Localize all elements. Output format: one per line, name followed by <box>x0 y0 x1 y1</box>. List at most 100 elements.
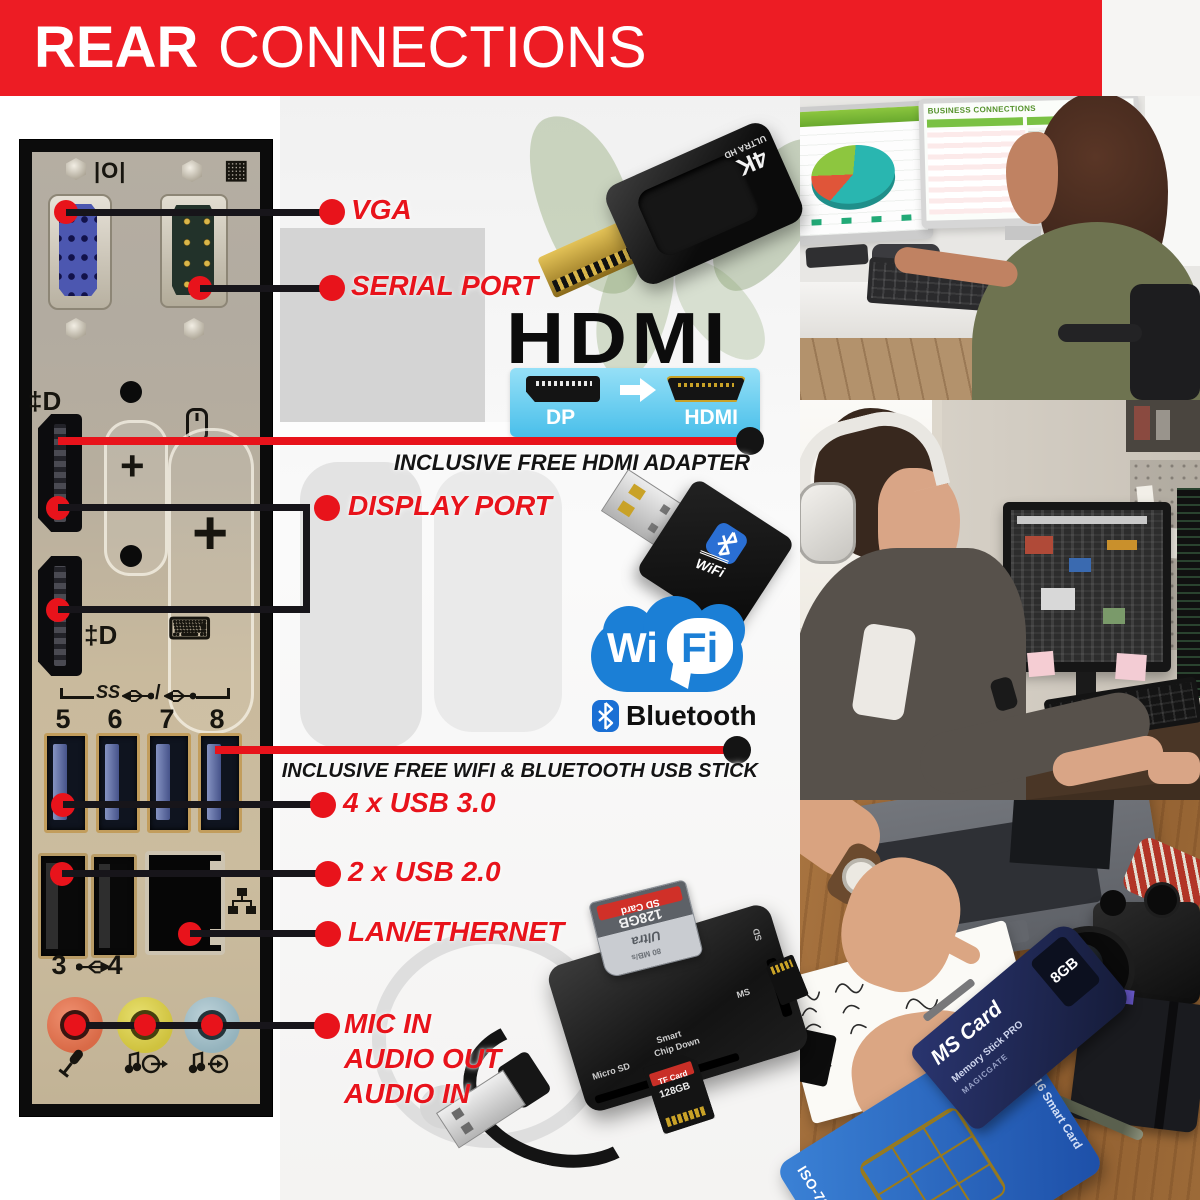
usb2-bullet <box>315 861 341 887</box>
usb2-tongue <box>99 864 110 948</box>
sticky-note <box>1115 652 1147 682</box>
camera-knob <box>1100 890 1126 916</box>
serial-label: SERIAL PORT <box>351 270 539 301</box>
adapter-connector-teeth <box>551 247 634 293</box>
dp-bullet <box>314 495 340 521</box>
serial-icon: ▦ <box>224 154 249 184</box>
chair-armrest <box>1058 324 1142 342</box>
hdmi-note-label: INCLUSIVE FREE HDMI ADAPTER <box>393 450 750 475</box>
man-hand <box>1148 752 1200 784</box>
serial-bullet <box>319 275 345 301</box>
vga-callout-line <box>66 209 332 216</box>
background-monitor-shape <box>280 228 485 426</box>
usb2-callout-line <box>62 870 328 877</box>
wifi-fi-text: Fi <box>681 624 719 671</box>
usb3-number: 7 <box>159 704 175 734</box>
toolbar-green <box>800 105 923 128</box>
screen-thumb <box>1107 540 1137 550</box>
display-port-label: DISPLAY PORT <box>348 490 552 521</box>
punchout-blank-wavy <box>168 428 254 734</box>
hdmi-connector-pins <box>678 383 734 387</box>
superspeed-usb-icon: SS <box>96 682 121 702</box>
plus-cutout: + <box>120 442 145 489</box>
usb-trident-icon <box>164 690 196 702</box>
dp-label: DP <box>546 406 576 429</box>
dp-connector-pins <box>536 381 592 386</box>
shelf-item <box>1156 410 1170 440</box>
title-banner: REAR CONNECTIONS <box>0 0 1102 96</box>
audio-in-jack-marker <box>201 1014 223 1036</box>
slash: / <box>155 682 161 704</box>
photo-office-woman: BUSINESS CONNECTIONS <box>800 96 1200 400</box>
screen-thumb <box>1025 536 1053 554</box>
monitor-stand <box>1005 226 1041 240</box>
mic-in-label: MIC IN <box>344 1008 432 1039</box>
screen-thumb <box>1041 588 1075 610</box>
audio-in-label: AUDIO IN <box>344 1078 470 1109</box>
usb3-number: 6 <box>107 704 123 734</box>
dp-callout-line-bottom <box>58 606 310 613</box>
usb3-bracket-line <box>196 696 230 699</box>
vga-label: VGA <box>351 194 412 225</box>
hdmi-callout-line <box>58 437 750 445</box>
bluetooth-label: Bluetooth <box>626 700 757 731</box>
monitor-screen <box>800 105 929 237</box>
shelf-item <box>1134 406 1150 440</box>
lan-icon <box>228 888 256 914</box>
usb3-port-6 <box>96 733 140 833</box>
sticky-note <box>1027 650 1055 678</box>
vga-icon: |O| <box>94 158 127 183</box>
wifi-stick-badge-blue <box>702 519 750 568</box>
usb3-number: 8 <box>209 704 225 734</box>
reader-slot-label-ms: MS <box>735 986 752 1001</box>
usb2-number: 4 <box>107 950 123 980</box>
bluetooth-logo-badge <box>592 700 619 732</box>
usb-plug-hole <box>647 522 659 534</box>
dp-to-hdmi-banner: DP HDMI <box>510 368 760 437</box>
wifi-logo: Wi Fi <box>585 596 775 710</box>
screen-header-bar <box>926 117 1024 128</box>
notebook-elastic <box>1154 1001 1179 1130</box>
usb-trident-icon <box>76 960 110 974</box>
screen-title: BUSINESS CONNECTIONS <box>927 103 1036 116</box>
usb3-label: 4 x USB 3.0 <box>343 787 496 818</box>
usb3-number: 5 <box>55 704 71 734</box>
usb3-callout-line <box>63 801 323 808</box>
screen-thumb <box>1103 608 1125 624</box>
plug-hole <box>460 1121 474 1135</box>
bluetooth-icon <box>717 531 738 556</box>
hdmi-label: HDMI <box>684 406 738 429</box>
title-regular: CONNECTIONS <box>218 15 647 80</box>
screw <box>182 160 202 182</box>
reader-slot-label-sd: SD <box>751 927 765 942</box>
screen-thumb <box>1069 558 1091 572</box>
mouse-icon-line <box>195 413 199 421</box>
legend-marks <box>811 214 912 226</box>
wifi-callout-line <box>215 746 735 754</box>
usb2-tongue <box>46 863 58 949</box>
audio-out-icon <box>124 1051 168 1074</box>
usb3-tongue <box>105 744 119 820</box>
hdmi-logo: HDMI <box>506 299 730 379</box>
displayport-icon: ‡D <box>84 620 118 650</box>
keyboard-icon: ⌨ <box>168 613 212 646</box>
lan-label: LAN/ETHERNET <box>348 916 565 947</box>
title-bold: REAR <box>34 15 199 80</box>
monitor-screen-busy <box>1011 510 1163 662</box>
laptop-screen-edge <box>1009 800 1115 870</box>
arrow-icon-head <box>640 378 656 402</box>
photo-man-headphones <box>800 400 1200 800</box>
wifi-note-label: INCLUSIVE FREE WIFI & BLUETOOTH USB STIC… <box>281 760 758 782</box>
office-chair <box>1130 284 1200 400</box>
mic-jack-marker <box>64 1014 86 1036</box>
lan-callout-line <box>190 930 328 937</box>
usb3-bracket-line <box>60 696 94 699</box>
usb2-label: 2 x USB 2.0 <box>348 856 501 887</box>
usb-plug-pad <box>617 500 636 518</box>
dp-connector-graphic <box>526 376 600 402</box>
audio-out-label: AUDIO OUT <box>344 1043 502 1074</box>
screw <box>66 158 86 180</box>
wifi-wi-text: Wi <box>607 624 658 671</box>
audio-out-jack-marker <box>134 1014 156 1036</box>
